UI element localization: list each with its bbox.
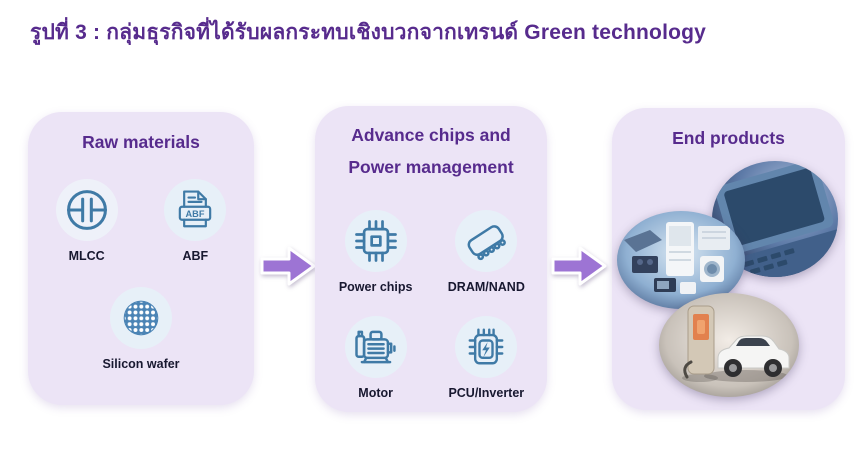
mlcc-icon-circle [55,179,118,241]
item-label: Motor [358,385,394,400]
panel-advance-chips: Advance chips and Power management Power… [315,106,547,412]
wafer-icon-circle [110,287,172,349]
silicon-wafer-icon [123,300,159,336]
abf-badge-text: ABF [186,209,205,219]
item-mlcc: MLCC [37,179,137,263]
motor-icon-circle [344,315,407,378]
abf-file-icon: ABF [179,190,212,228]
panel-title-advance-chips: Advance chips and Power management [315,119,547,184]
item-label: ABF [182,249,209,263]
electric-motor-icon [354,330,396,364]
abf-icon-circle: ABF [164,179,227,241]
inverter-chip-icon [468,328,504,365]
advance-chips-row-1: Power chips DRAM/NAND [315,209,547,294]
item-dram-nand: DRAM/NAND [436,209,536,294]
cpu-icon-circle [344,209,407,272]
item-label: PCU/Inverter [448,385,525,400]
item-label: Power chips [338,279,413,294]
flow-arrow-right-2 [551,246,607,286]
item-power-chips: Power chips [326,209,426,294]
cpu-chip-icon [354,219,397,262]
item-motor: Motor [326,315,426,400]
panel-raw-materials: Raw materials MLCC [28,112,254,405]
inverter-icon-circle [455,315,518,378]
raw-materials-row-2: Silicon wafer [28,287,254,371]
ev-charging-photo [658,292,800,398]
item-abf: ABF ABF [145,179,245,263]
panel-title-line-2: Power management [348,157,514,178]
item-label: MLCC [68,249,105,263]
figure-title: รูปที่ 3 : กลุ่มธุรกิจที่ได้รับผลกระทบเช… [30,21,707,44]
item-label: DRAM/NAND [447,279,525,294]
memory-icon-circle [455,209,518,272]
panel-title-end-products: End products [672,128,785,148]
laptop-photo [711,160,839,278]
flow-arrow-right-1 [260,246,316,286]
capacitor-icon [66,190,107,230]
panel-title-line-1: Advance chips and [351,125,511,145]
memory-chip-icon [467,224,507,260]
home-appliances-photo [616,210,746,310]
panel-end-products: End products [612,108,845,410]
panel-title-raw-materials: Raw materials [82,132,200,152]
item-silicon-wafer: Silicon wafer [91,287,191,371]
raw-materials-row-1: MLCC ABF ABF [28,179,254,263]
item-label: Silicon wafer [102,357,180,371]
advance-chips-row-2: Motor PCU/Inverter [315,315,547,400]
item-pcu-inverter: PCU/Inverter [436,315,536,400]
